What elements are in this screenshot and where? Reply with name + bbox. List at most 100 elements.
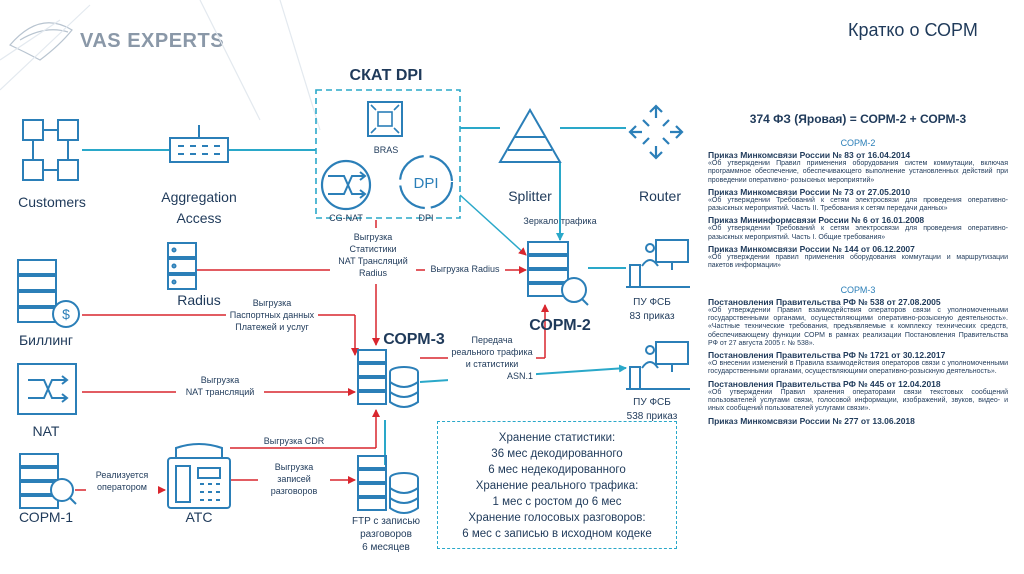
svg-text:Выгрузка CDR: Выгрузка CDR [264, 436, 325, 446]
splitter-icon [498, 107, 562, 163]
bras-icon [367, 101, 403, 137]
storage-line: Хранение голосовых разговоров: [468, 512, 646, 524]
storage-line: 6 мес недекодированного [488, 464, 626, 476]
aggregation-switch-icon [169, 125, 229, 163]
dpi-icon: DPI [398, 154, 454, 210]
svg-text:Выгрузка Radius: Выгрузка Radius [431, 264, 500, 274]
bras-label: BRAS [374, 145, 399, 155]
svg-text:Реализуется: Реализуется [96, 470, 149, 480]
atc-phone-icon [167, 443, 231, 509]
order-title: Приказ Минкомсвязи России № 277 от 13.06… [708, 415, 915, 426]
order-description: «О внесении изменений в Правила взаимоде… [708, 360, 1008, 376]
fsb1-label-1: ПУ ФСБ [633, 297, 671, 308]
atc-label: АТС [186, 509, 213, 525]
brand-logo-text: VAS EXPERTS [80, 30, 225, 52]
order-title: Приказ Минкомсвязи России № 73 от 27.05.… [708, 186, 911, 197]
skat-dpi-box [315, 89, 461, 219]
order-description: «Об утверждении Правил хранения оператор… [708, 388, 1008, 413]
svg-text:реального трафика: реального трафика [451, 347, 532, 357]
aggregation-label-1: Aggregation [161, 189, 237, 205]
storage-line: 1 мес с ростом до 6 мес [492, 496, 622, 508]
svg-text:Radius: Radius [359, 268, 388, 278]
order-title: Постановления Правительства РФ № 1721 от… [708, 350, 946, 361]
export-passport-label: Выгрузка Паспортных данных Платежей и ус… [226, 296, 318, 336]
svg-text:Выгрузка: Выгрузка [354, 232, 392, 242]
transfer-label: Передача реального трафика и статистики … [448, 332, 536, 384]
order-description: «Об утверждении правил применения оборуд… [708, 254, 1008, 270]
skat-title: СКАТ DPI [350, 67, 423, 84]
router-label: Router [639, 188, 681, 204]
order-description: «Об утверждении Требований к сетям элект… [708, 225, 1008, 241]
storage-info-box: Хранение статистики: 36 мес декодированн… [437, 421, 677, 549]
brand-bird-icon [0, 0, 321, 131]
svg-text:NAT Трансляций: NAT Трансляций [338, 256, 407, 266]
export-cdr-label: Выгрузка CDR [258, 435, 330, 447]
sorm2-heading: СОРМ-2 [840, 138, 876, 148]
panel-title: 374 ФЗ (Яровая) = СОРМ-2 + СОРМ-3 [749, 112, 967, 126]
radius-server-icon [167, 242, 197, 290]
radius-label: Radius [177, 292, 221, 308]
svg-text:Платежей и услуг: Платежей и услуг [235, 322, 309, 332]
svg-text:разговоров: разговоров [360, 529, 412, 540]
sorm1-server-icon [19, 453, 77, 509]
nat-label: NAT [33, 423, 60, 439]
splitter-label: Splitter [508, 188, 552, 204]
svg-text:DPI: DPI [413, 175, 438, 192]
billing-label: Биллинг [19, 332, 73, 348]
svg-text:NAT трансляций: NAT трансляций [186, 387, 255, 397]
svg-text:Выгрузка: Выгрузка [275, 462, 313, 472]
fsb1-label-2: 83 приказ [629, 311, 675, 322]
storage-line: Хранение статистики: [498, 432, 616, 444]
storage-line: 6 мес с записью в исходном кодеке [462, 528, 652, 540]
order-title: Приказ Минкомсвязи России № 83 от 16.04.… [708, 150, 911, 160]
order-title: Приказ Мининформсвязи России № 6 от 16.0… [708, 215, 925, 226]
svg-text:Выгрузка: Выгрузка [201, 375, 239, 385]
sorm3-label: СОРМ-3 [383, 331, 445, 348]
export-calls-label: Выгрузка записей разговоров [258, 460, 330, 500]
cgnat-icon [320, 159, 372, 211]
page-title: Кратко о СОРМ [848, 20, 978, 40]
ftp-server-icon [357, 455, 419, 514]
order-title: Приказ Минкомсвязи России № 144 от 06.12… [708, 244, 915, 255]
order-title: Постановления Правительства РФ № 538 от … [708, 296, 941, 307]
sorm3-heading: СОРМ-3 [840, 284, 876, 295]
router-icon [628, 104, 684, 160]
svg-text:Паспортных данных: Паспортных данных [230, 310, 315, 320]
storage-line: Хранение реального трафика: [475, 480, 639, 492]
fsb2-label-1: ПУ ФСБ [633, 397, 671, 408]
svg-text:Статистики: Статистики [349, 244, 396, 254]
customers-label: Customers [18, 194, 86, 210]
sorm2-server-icon [527, 241, 589, 306]
order-description: «Об утверждении Правил применения оборуд… [708, 160, 1008, 184]
svg-text:FTP с записью: FTP с записью [352, 516, 421, 527]
sorm1-label: СОРМ-1 [19, 509, 73, 525]
nat-icon [17, 363, 77, 415]
svg-text:и статистики: и статистики [466, 359, 519, 369]
ftp-label: FTP с записью разговоров 6 месяцев [352, 516, 421, 553]
fsb-workstation-icon [626, 239, 690, 288]
fsb-workstation-icon [626, 341, 690, 390]
order-description: «Об утверждении Требований к сетям элект… [708, 196, 1008, 213]
aggregation-label-2: Access [176, 210, 221, 226]
export-nat-label: Выгрузка NAT трансляций [176, 374, 264, 398]
cgnat-label: CG-NAT [329, 213, 363, 223]
order-description: «Об утверждении Правил взаимодействия оп… [708, 306, 1008, 347]
customers-icon [22, 119, 79, 181]
fsb2-label-2: 538 приказ [627, 411, 678, 422]
realized-label: Реализуется оператором [86, 468, 158, 494]
dpi-label: DPI [418, 213, 433, 223]
export-stats-label: Выгрузка Статистики NAT Трансляций Radiu… [330, 228, 416, 284]
order-title: Постановления Правительства РФ № 445 от … [708, 378, 941, 389]
svg-text:Выгрузка: Выгрузка [253, 298, 291, 308]
svg-text:оператором: оператором [97, 482, 147, 492]
svg-text:$: $ [62, 306, 70, 322]
sorm3-server-icon [357, 349, 419, 408]
svg-text:Передача: Передача [471, 335, 512, 345]
svg-text:записей: записей [277, 474, 311, 484]
regulations-panel: 374 ФЗ (Яровая) = СОРМ-2 + СОРМ-3 СОРМ-2… [708, 112, 1008, 567]
storage-line: 36 мес декодированного [491, 448, 623, 460]
svg-text:6 месяцев: 6 месяцев [362, 542, 410, 553]
svg-text:ASN.1: ASN.1 [507, 371, 533, 381]
sorm2-label: СОРМ-2 [529, 317, 591, 334]
